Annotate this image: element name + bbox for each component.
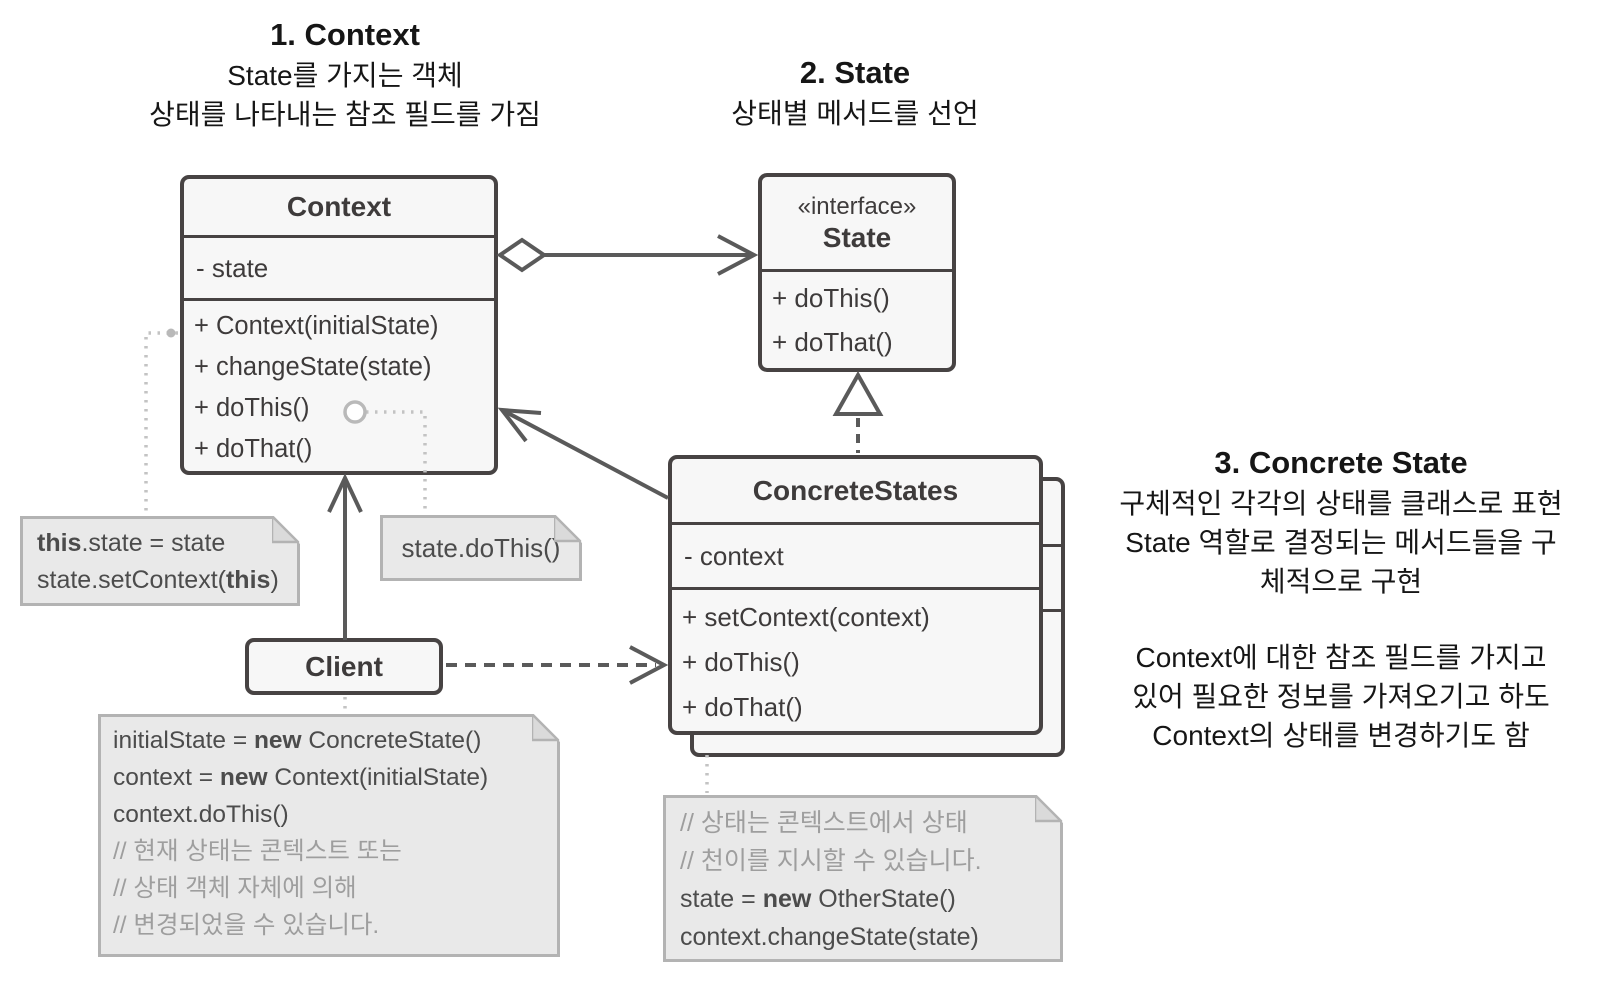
note-text-segment: new — [762, 885, 812, 913]
aggregation-arrow-context-state — [496, 234, 759, 276]
concrete-method-row: + setContext(context) — [682, 602, 930, 632]
annotation-state: 2. State 상태별 메서드를 선언 — [650, 52, 1060, 133]
annotation-context-title: 1. Context — [270, 17, 420, 52]
context-method-row: + Context(initialState) — [194, 312, 439, 340]
class-state-name: State — [822, 222, 892, 253]
class-box-context: Context - state + Context(initialState) … — [180, 175, 498, 475]
note-text-segment: initialState = — [113, 727, 254, 754]
association-arrow-concrete-context — [497, 407, 669, 500]
annotation-state-title: 2. State — [799, 55, 911, 90]
annotation-concrete-line: 구체적인 각각의 상태를 클래스로 표현 — [1119, 488, 1563, 519]
note-line: state.setContext(this) — [37, 562, 283, 599]
concrete-method-row: + doThat() — [682, 692, 803, 722]
annotation-concrete-title: 3. Concrete State — [1214, 445, 1468, 480]
class-context-attribute: - state — [184, 238, 494, 301]
note-anchor-dot — [166, 328, 176, 338]
note-fold-corner — [554, 515, 582, 543]
class-box-concrete-states: ConcreteStates - context + setContext(co… — [668, 455, 1043, 735]
state-method-row: + doThis() — [772, 283, 890, 313]
note-comment-line: // 상태는 콘텍스트에서 상태 — [680, 809, 968, 837]
note-text-segment: state = — [680, 885, 763, 913]
note-fold-corner — [532, 714, 560, 742]
annotation-concrete-line: 체적으로 구현 — [1259, 566, 1423, 597]
realization-arrow-concrete-state — [832, 370, 884, 453]
note-transition-code: // 상태는 콘텍스트에서 상태 // 천이를 지시할 수 있습니다. stat… — [663, 795, 1063, 962]
annotation-concrete-line: Context에 대한 참조 필드를 가지고 — [1135, 642, 1547, 673]
note-comment-line: // 천이를 지시할 수 있습니다. — [680, 847, 982, 875]
class-state-stereotype: «interface» — [797, 193, 917, 220]
note-line: context.doThis() — [113, 801, 289, 828]
class-context-name: Context — [184, 179, 494, 238]
note-line: this.state = state — [37, 525, 283, 562]
state-method-row: + doThat() — [772, 327, 893, 357]
class-state-methods: + doThis() + doThat() — [762, 272, 952, 368]
class-client-name: Client — [305, 650, 383, 682]
note-text-segment: ) — [270, 566, 279, 594]
note-text-segment: new — [253, 727, 302, 754]
note-line: initialState = new ConcreteState() — [113, 722, 545, 759]
class-concrete-methods: + setContext(context) + doThis() + doTha… — [672, 590, 1039, 731]
note-line: context = new Context(initialState) — [113, 759, 545, 796]
note-comment-line: // 변경되었을 수 있습니다. — [113, 912, 380, 939]
note-text-segment: ConcreteState() — [301, 727, 482, 754]
note-do-this: state.doThis() — [380, 515, 582, 581]
class-box-state-interface: «interface» State + doThis() + doThat() — [758, 173, 956, 372]
note-line: state.doThis() — [401, 532, 561, 563]
class-concrete-name: ConcreteStates — [672, 459, 1039, 525]
class-box-client: Client — [245, 638, 443, 695]
note-fold-corner — [1035, 795, 1063, 823]
note-comment-line: // 상태 객체 자체에 의해 — [113, 875, 357, 902]
context-method-row: + doThat() — [194, 435, 313, 463]
note-text-segment: .state = state — [81, 529, 226, 557]
class-context-methods: + Context(initialState) + changeState(st… — [184, 301, 494, 471]
note-text-segment: Context(initialState) — [267, 764, 489, 791]
annotation-concrete-line: Context의 상태를 변경하기도 함 — [1152, 720, 1530, 751]
note-text-segment: new — [219, 764, 268, 791]
annotation-concrete-line: State 역할로 결정되는 메서드들을 구 — [1125, 527, 1557, 558]
note-text-segment: this — [225, 566, 271, 594]
context-method-row: + doThis() — [194, 394, 310, 422]
class-state-header: «interface» State — [762, 177, 952, 272]
note-fold-corner — [272, 516, 300, 544]
annotation-spacer — [1083, 601, 1599, 638]
note-text-segment: OtherState() — [811, 885, 956, 913]
note-line: context.changeState(state) — [680, 923, 979, 951]
dependency-arrow-client-concrete — [446, 645, 669, 685]
annotation-concrete-line: 있어 필요한 정보를 가져오기고 하도 — [1132, 681, 1550, 712]
annotation-context-line: State를 가지는 객체 — [227, 60, 463, 91]
association-arrow-client-context — [327, 473, 363, 640]
note-set-state: this.state = state state.setContext(this… — [20, 516, 300, 606]
context-method-row: + changeState(state) — [194, 353, 432, 381]
note-comment-line: // 현재 상태는 콘텍스트 또는 — [113, 838, 402, 865]
annotation-concrete-state: 3. Concrete State 구체적인 각각의 상태를 클래스로 표현 S… — [1083, 442, 1599, 755]
annotation-context-line: 상태를 나타내는 참조 필드를 가짐 — [149, 99, 541, 130]
annotation-context: 1. Context State를 가지는 객체 상태를 나타내는 참조 필드를… — [70, 14, 620, 134]
annotation-state-line: 상태별 메서드를 선언 — [731, 98, 979, 129]
class-concrete-attribute: - context — [672, 525, 1039, 590]
note-text-segment: state.setContext( — [37, 566, 226, 594]
concrete-method-row: + doThis() — [682, 647, 800, 677]
note-line: state = new OtherState() — [680, 880, 1046, 918]
note-client-code: initialState = new ConcreteState() conte… — [98, 714, 560, 957]
note-text-segment: this — [37, 529, 82, 557]
note-text-segment: context = — [113, 764, 220, 791]
